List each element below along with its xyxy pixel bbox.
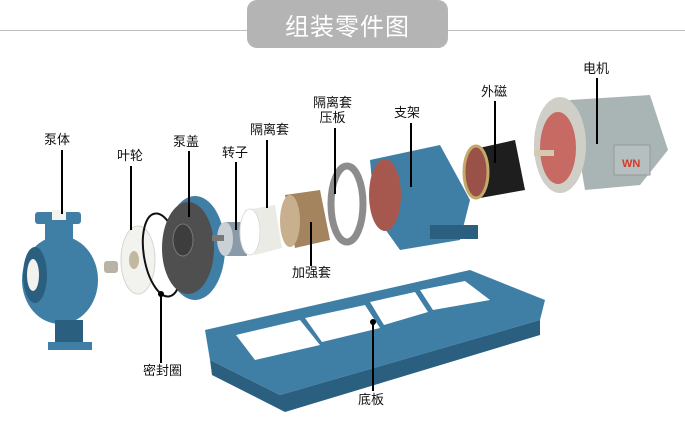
leader-reinforce-sleeve xyxy=(310,222,312,266)
motor-brand-mark: WN xyxy=(622,158,640,170)
seal-ring-marker xyxy=(158,291,164,297)
label-outer-magnet: 外磁 xyxy=(481,85,508,100)
leader-base-plate xyxy=(372,323,374,391)
leader-impeller xyxy=(130,166,132,230)
label-motor: 电机 xyxy=(583,62,610,77)
label-base-plate: 底板 xyxy=(358,393,385,408)
label-isolation-sleeve: 隔离套 xyxy=(250,123,290,138)
motor-shape: WN xyxy=(534,95,668,193)
pump-body-shape xyxy=(22,210,118,350)
isolation-plate-shape xyxy=(327,162,367,246)
isolation-sleeve-shape xyxy=(239,205,282,256)
label-rotor: 转子 xyxy=(222,146,249,161)
label-pump-cover: 泵盖 xyxy=(173,135,200,150)
leader-outer-magnet xyxy=(494,101,496,163)
label-impeller: 叶轮 xyxy=(117,149,144,164)
label-bracket: 支架 xyxy=(394,106,421,121)
page-title: 组装零件图 xyxy=(285,12,410,41)
leader-isolation-sleeve xyxy=(266,140,268,208)
leader-pump-body xyxy=(61,150,63,214)
label-reinforce-sleeve: 加强套 xyxy=(292,266,332,281)
base-plate-marker xyxy=(370,319,376,325)
reinforce-sleeve-shape xyxy=(280,190,330,248)
label-pump-body: 泵体 xyxy=(44,133,71,148)
leader-motor xyxy=(596,78,598,144)
bracket-shape xyxy=(369,145,478,250)
label-seal-ring: 密封圈 xyxy=(143,364,183,379)
leader-pump-cover xyxy=(188,151,190,217)
pump-cover-shape xyxy=(162,196,225,300)
outer-magnet-shape xyxy=(462,140,525,200)
label-isolation-plate: 隔离套 压板 xyxy=(313,96,353,126)
leader-bracket xyxy=(410,123,412,187)
leader-rotor xyxy=(235,162,237,230)
title-banner: 组装零件图 xyxy=(247,0,448,48)
leader-isolation-plate xyxy=(334,128,336,194)
base-plate-shape xyxy=(205,270,545,412)
leader-seal-ring xyxy=(160,295,162,363)
